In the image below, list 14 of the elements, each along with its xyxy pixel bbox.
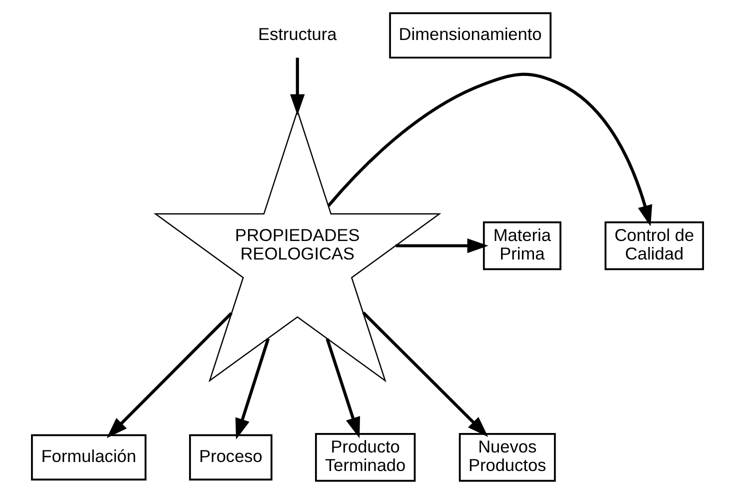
node-text: Estructura (258, 24, 337, 44)
node-box: Proceso (189, 434, 272, 481)
arrow (326, 338, 360, 438)
node-box: Control de Calidad (604, 221, 704, 270)
node-box: Materia Prima (482, 221, 562, 270)
arrow (396, 238, 488, 254)
arrow (290, 58, 305, 116)
node-box: Dimensionamiento (389, 12, 552, 59)
node-box: Producto Terminado (315, 433, 416, 482)
arrow (235, 338, 270, 440)
node-box: Nuevos Productos (458, 433, 556, 482)
arrow (106, 312, 232, 438)
node-box: Formulación (31, 434, 146, 481)
arrow (362, 312, 488, 438)
